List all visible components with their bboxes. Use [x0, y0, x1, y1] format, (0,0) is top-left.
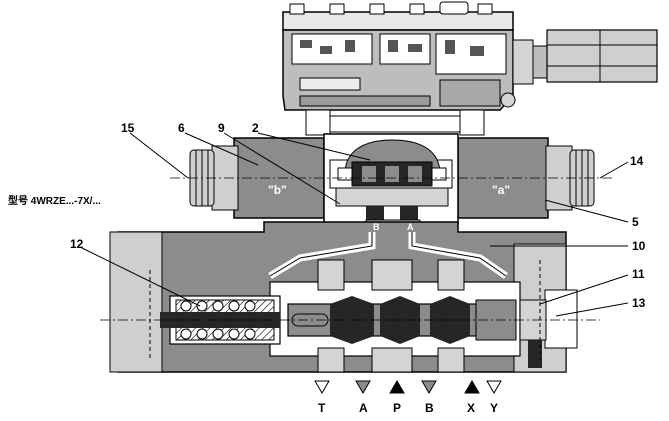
callout-12: 12 — [70, 237, 84, 251]
port-y-triangle — [486, 380, 502, 394]
pilot-port-a-label: A — [407, 222, 414, 232]
solenoid-a-label: "a" — [492, 183, 510, 197]
callout-6: 6 — [178, 121, 185, 135]
callout-13: 13 — [632, 296, 646, 310]
leader-lines — [81, 132, 629, 317]
model-label: 型号 4WRZE...-7X/... — [8, 194, 101, 207]
centerlines — [100, 177, 612, 321]
callout-14: 14 — [630, 154, 644, 168]
pilot-electronics-housing — [282, 1, 658, 111]
port-x-label: X — [467, 401, 475, 415]
pilot-adapter — [305, 109, 485, 136]
port-t-label: T — [318, 401, 326, 415]
port-t-triangle — [314, 380, 330, 394]
port-y-label: Y — [490, 401, 498, 415]
callout-11: 11 — [632, 267, 645, 281]
main-stage-body — [109, 221, 578, 373]
port-b-triangle — [421, 380, 437, 394]
port-markers — [314, 380, 502, 394]
callout-5: 5 — [632, 215, 639, 229]
port-a-triangle — [355, 380, 371, 394]
solenoid-b-label: "b" — [268, 183, 287, 197]
callout-9: 9 — [218, 121, 225, 135]
port-b-label: B — [425, 401, 434, 415]
port-x-triangle — [464, 380, 480, 394]
port-p-triangle — [389, 380, 405, 394]
callout-10: 10 — [632, 239, 646, 253]
port-a-label: A — [359, 401, 368, 415]
port-p-label: P — [393, 401, 401, 415]
pilot-port-b-label: B — [373, 222, 380, 232]
callout-15: 15 — [121, 121, 135, 135]
callout-2: 2 — [252, 121, 259, 135]
